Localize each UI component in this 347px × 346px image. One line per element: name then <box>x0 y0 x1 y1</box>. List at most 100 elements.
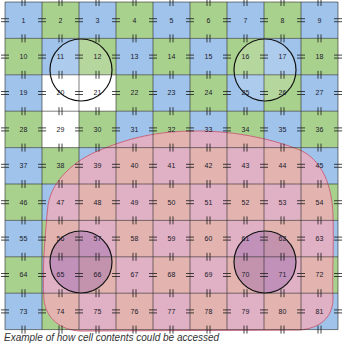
grid-cell: 70 <box>227 257 264 293</box>
cell-number: 65 <box>57 271 65 278</box>
edge-tick <box>260 94 268 95</box>
edge-tick <box>75 237 83 238</box>
edge-tick <box>59 180 60 188</box>
grid-cell: 20 <box>42 75 79 111</box>
cell-number: 48 <box>94 199 102 206</box>
edge-tick <box>133 216 134 224</box>
cell-number: 3 <box>96 17 100 24</box>
edge-tick <box>173 0 174 6</box>
edge-tick <box>170 0 171 6</box>
edge-tick <box>334 312 342 313</box>
edge-tick <box>244 71 245 79</box>
edge-tick <box>136 253 137 261</box>
cell-number: 44 <box>279 162 287 169</box>
cell-number: 2 <box>59 17 63 24</box>
edge-tick <box>173 180 174 188</box>
edge-tick <box>1 276 9 277</box>
edge-tick <box>112 167 120 168</box>
edge-tick <box>1 94 9 95</box>
cell-number: 60 <box>205 235 213 242</box>
edge-tick <box>334 309 342 310</box>
edge-tick <box>223 237 231 238</box>
edge-tick <box>334 21 342 22</box>
edge-tick <box>112 91 120 92</box>
grid-cell: 7 <box>227 2 264 38</box>
edge-tick <box>149 167 157 168</box>
cell-fill <box>190 75 227 111</box>
grid-cell: 50 <box>153 184 190 220</box>
edge-tick <box>244 0 245 6</box>
edge-tick <box>210 71 211 79</box>
edge-tick <box>284 180 285 188</box>
cell-number: 23 <box>168 89 176 96</box>
edge-tick <box>170 71 171 79</box>
edge-tick <box>297 273 305 274</box>
grid-cell: 61 <box>227 220 264 256</box>
edge-tick <box>38 167 46 168</box>
edge-tick <box>284 216 285 224</box>
grid-cell: 15 <box>190 38 227 74</box>
grid-cell: 27 <box>301 75 338 111</box>
edge-tick <box>99 180 100 188</box>
edge-tick <box>112 58 120 59</box>
cell-number: 54 <box>316 199 324 206</box>
grid-cell: 40 <box>116 148 153 184</box>
edge-tick <box>75 273 83 274</box>
grid-line <box>227 2 228 330</box>
edge-tick <box>1 55 9 56</box>
edge-tick <box>62 71 63 79</box>
edge-tick <box>223 203 231 204</box>
grid-cell: 44 <box>264 148 301 184</box>
edge-tick <box>281 34 282 42</box>
edge-tick <box>186 127 194 128</box>
edge-tick <box>297 18 305 19</box>
edge-tick <box>136 289 137 297</box>
edge-tick <box>297 58 305 59</box>
grid-cell: 57 <box>79 220 116 256</box>
edge-tick <box>149 164 157 165</box>
cell-number: 24 <box>205 89 213 96</box>
edge-tick <box>133 253 134 261</box>
edge-tick <box>1 203 9 204</box>
edge-tick <box>247 253 248 261</box>
edge-tick <box>334 167 342 168</box>
grid-line <box>5 111 338 112</box>
cell-number: 31 <box>131 126 139 133</box>
cell-number: 74 <box>57 308 65 315</box>
edge-tick <box>247 326 248 334</box>
edge-tick <box>334 130 342 131</box>
edge-tick <box>170 253 171 261</box>
edge-tick <box>334 240 342 241</box>
edge-tick <box>173 216 174 224</box>
edge-tick <box>321 144 322 152</box>
grid-cell: 41 <box>153 148 190 184</box>
edge-tick <box>173 144 174 152</box>
grid-cell: 32 <box>153 111 190 147</box>
edge-tick <box>297 276 305 277</box>
edge-tick <box>297 94 305 95</box>
edge-tick <box>59 253 60 261</box>
grid-cell: 73 <box>5 293 42 329</box>
cell-fill <box>42 2 79 38</box>
edge-tick <box>22 289 23 297</box>
edge-tick <box>75 164 83 165</box>
grid-cell: 56 <box>42 220 79 256</box>
edge-tick <box>25 144 26 152</box>
edge-tick <box>186 203 194 204</box>
edge-tick <box>136 71 137 79</box>
edge-tick <box>75 200 83 201</box>
grid-cell: 68 <box>153 257 190 293</box>
edge-tick <box>281 253 282 261</box>
edge-tick <box>1 309 9 310</box>
edge-tick <box>1 273 9 274</box>
edge-tick <box>297 309 305 310</box>
edge-tick <box>186 21 194 22</box>
edge-tick <box>112 309 120 310</box>
grid-line <box>338 2 339 330</box>
edge-tick <box>244 144 245 152</box>
cell-fill <box>153 38 190 74</box>
edge-tick <box>133 0 134 6</box>
grid-cell: 17 <box>264 38 301 74</box>
grid-line <box>5 2 338 3</box>
edge-tick <box>136 144 137 152</box>
